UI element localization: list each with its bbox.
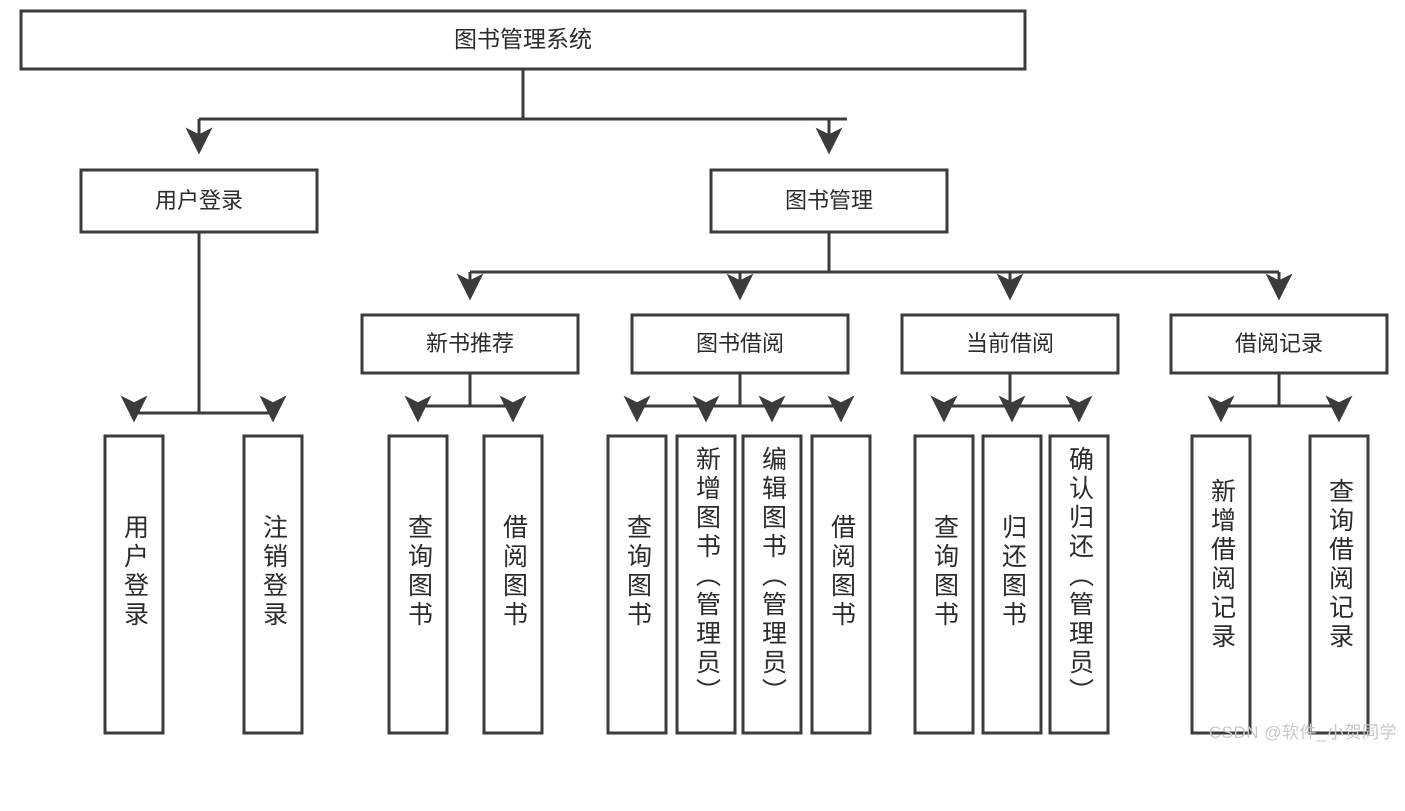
csdn-watermark: CSDN @软件_小贺同学: [1208, 723, 1397, 742]
leaf-box-borrow-book-2[interactable]: [810, 434, 872, 735]
connector-root-to-level1: [185, 69, 847, 155]
connector-bookborrow-to-leaves: [623, 373, 855, 423]
node-box-new-book-rec[interactable]: [360, 313, 580, 375]
leaf-box-return-book[interactable]: [981, 434, 1043, 735]
node-box-borrow-record[interactable]: [1169, 313, 1389, 375]
leaf-box-edit-book[interactable]: [741, 434, 803, 735]
leaf-box-query-record[interactable]: [1308, 434, 1370, 735]
node-box-current-borrow[interactable]: [900, 313, 1120, 375]
leaf-box-user-login[interactable]: [103, 434, 165, 735]
diagram-root: 图书管理系统 用户登录 图书管理 新书推荐 图书借阅 当前借阅 借阅记录 用户登…: [19, 9, 1397, 742]
leaf-box-borrow-book-1[interactable]: [482, 434, 544, 735]
leaf-box-add-book[interactable]: [675, 434, 737, 735]
leaf-box-add-record[interactable]: [1190, 434, 1252, 735]
node-box-root[interactable]: [19, 9, 1027, 71]
node-box-book-borrow[interactable]: [630, 313, 850, 375]
leaf-box-confirm-return[interactable]: [1048, 434, 1110, 735]
connector-borrowrecord-to-leaves: [1207, 373, 1353, 423]
node-box-book-manage[interactable]: [709, 168, 949, 234]
node-box-user-login[interactable]: [79, 168, 319, 234]
connector-currentborrow-to-leaves: [930, 373, 1093, 423]
diagram-connectors-and-boxes: [19, 9, 1389, 735]
leaf-box-query-book-3[interactable]: [913, 434, 975, 735]
connector-bookmanage-to-level2: [456, 232, 1293, 301]
connector-userlogin-to-leaves: [120, 232, 287, 423]
leaf-box-logout[interactable]: [242, 434, 304, 735]
leaf-box-query-book-2[interactable]: [606, 434, 668, 735]
connector-newbook-to-leaves: [404, 373, 527, 423]
leaf-box-query-book-1[interactable]: [387, 434, 449, 735]
